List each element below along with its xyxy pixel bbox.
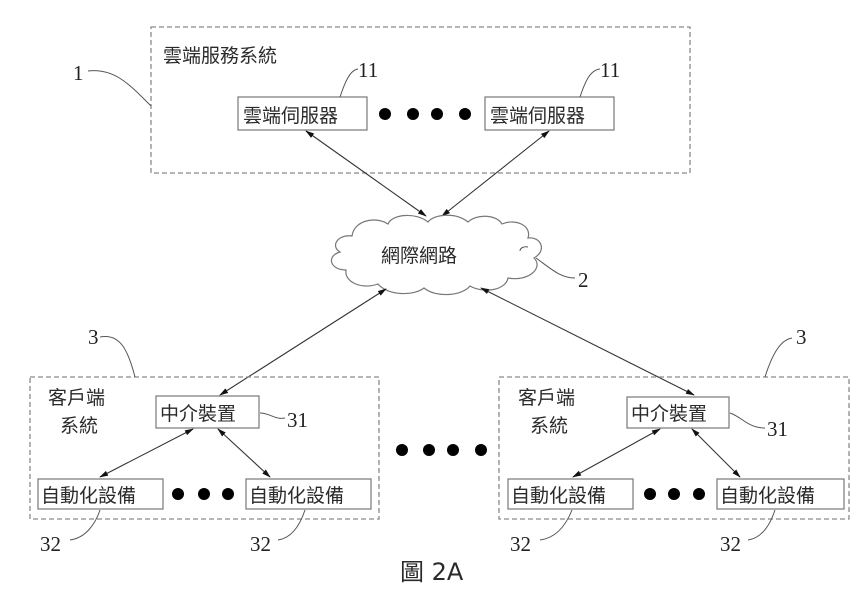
link-server-internet-left xyxy=(305,130,427,217)
ref-label-11: 11 xyxy=(600,58,620,82)
intermediary-box xyxy=(155,395,260,429)
automation-device-box xyxy=(245,478,372,510)
ref-label-3: 3 xyxy=(88,325,99,349)
cloud-server-box xyxy=(484,96,615,131)
ref-label-32: 32 xyxy=(250,532,271,556)
link-intermediary-device xyxy=(217,428,271,478)
figure-caption: 圖 2A xyxy=(400,558,464,586)
intermediary-box xyxy=(626,396,730,429)
internet-cloud: 網際網路 2 xyxy=(330,214,589,296)
link-server-internet-right xyxy=(441,130,550,217)
automation-device-box xyxy=(507,478,634,510)
client-system-title-line2: 系統 xyxy=(530,415,568,437)
cloud-server-box xyxy=(237,96,368,131)
client-system-left: 客戶端 系統 3 中介裝置 31 自動化設備 自動化設備 32 32 xyxy=(29,325,380,556)
ellipsis-dots-devices xyxy=(172,488,234,500)
ref-leader-32 xyxy=(747,509,776,541)
intermediary-label: 中介裝置 xyxy=(631,403,707,425)
ref-label-31: 31 xyxy=(287,408,308,432)
ref-leader-32 xyxy=(69,509,101,541)
ref-leader-3 xyxy=(764,337,793,378)
ref-label-2: 2 xyxy=(578,268,589,292)
ref-label-32: 32 xyxy=(720,532,741,556)
link-intermediary-device xyxy=(691,428,741,478)
client-system-title-line1: 客戶端 xyxy=(48,387,105,409)
cloud-icon xyxy=(330,214,543,296)
client-system-boundary xyxy=(29,376,380,520)
automation-device-box xyxy=(37,478,164,510)
cloud-system-title: 雲端服務系統 xyxy=(163,45,277,67)
ellipsis-dots-clients xyxy=(396,444,487,456)
ref-leader-32 xyxy=(277,509,306,541)
ref-label-3: 3 xyxy=(796,325,807,349)
ref-leader-2 xyxy=(535,257,576,279)
cloud-server-label: 雲端伺服器 xyxy=(243,105,338,127)
ref-leader-32 xyxy=(539,509,573,541)
automation-device-label: 自動化設備 xyxy=(41,485,136,507)
ref-label-32: 32 xyxy=(510,532,531,556)
client-system-title-line2: 系統 xyxy=(60,415,98,437)
intermediary-label: 中介裝置 xyxy=(160,403,236,425)
cloud-server-right: 雲端伺服器 11 xyxy=(484,58,620,131)
ref-leader-3 xyxy=(99,335,136,378)
cloud-service-system: 雲端服務系統 1 雲端伺服器 11 雲端伺服器 11 xyxy=(73,26,691,174)
internet-label: 網際網路 xyxy=(381,245,457,267)
ref-leader-31 xyxy=(259,412,286,419)
automation-device-label: 自動化設備 xyxy=(720,485,815,507)
ref-leader-31 xyxy=(729,412,766,429)
ref-label-31: 31 xyxy=(767,417,788,441)
link-internet-client-right xyxy=(480,287,695,396)
client-system-boundary xyxy=(498,376,850,520)
link-intermediary-device xyxy=(99,428,194,478)
ref-leader-1 xyxy=(87,70,152,107)
ellipsis-dots-servers xyxy=(379,108,471,120)
ref-label-32: 32 xyxy=(40,532,61,556)
client-system-title-line1: 客戶端 xyxy=(518,387,575,409)
automation-device-label: 自動化設備 xyxy=(511,485,606,507)
cloud-server-left: 雲端伺服器 11 xyxy=(237,58,378,131)
automation-device-box xyxy=(716,478,845,510)
cloud-server-label: 雲端伺服器 xyxy=(490,105,585,127)
ref-leader-11 xyxy=(339,68,359,98)
automation-device-label: 自動化設備 xyxy=(249,485,344,507)
link-internet-client-left xyxy=(219,288,387,396)
ellipsis-dots-devices xyxy=(644,488,705,500)
link-intermediary-device xyxy=(572,428,661,478)
ref-leader-11 xyxy=(579,68,601,98)
ref-label-1: 1 xyxy=(73,61,84,85)
client-system-right: 客戶端 系統 3 中介裝置 31 自動化設備 自動化設備 32 32 xyxy=(498,325,850,556)
ref-label-11: 11 xyxy=(358,58,378,82)
